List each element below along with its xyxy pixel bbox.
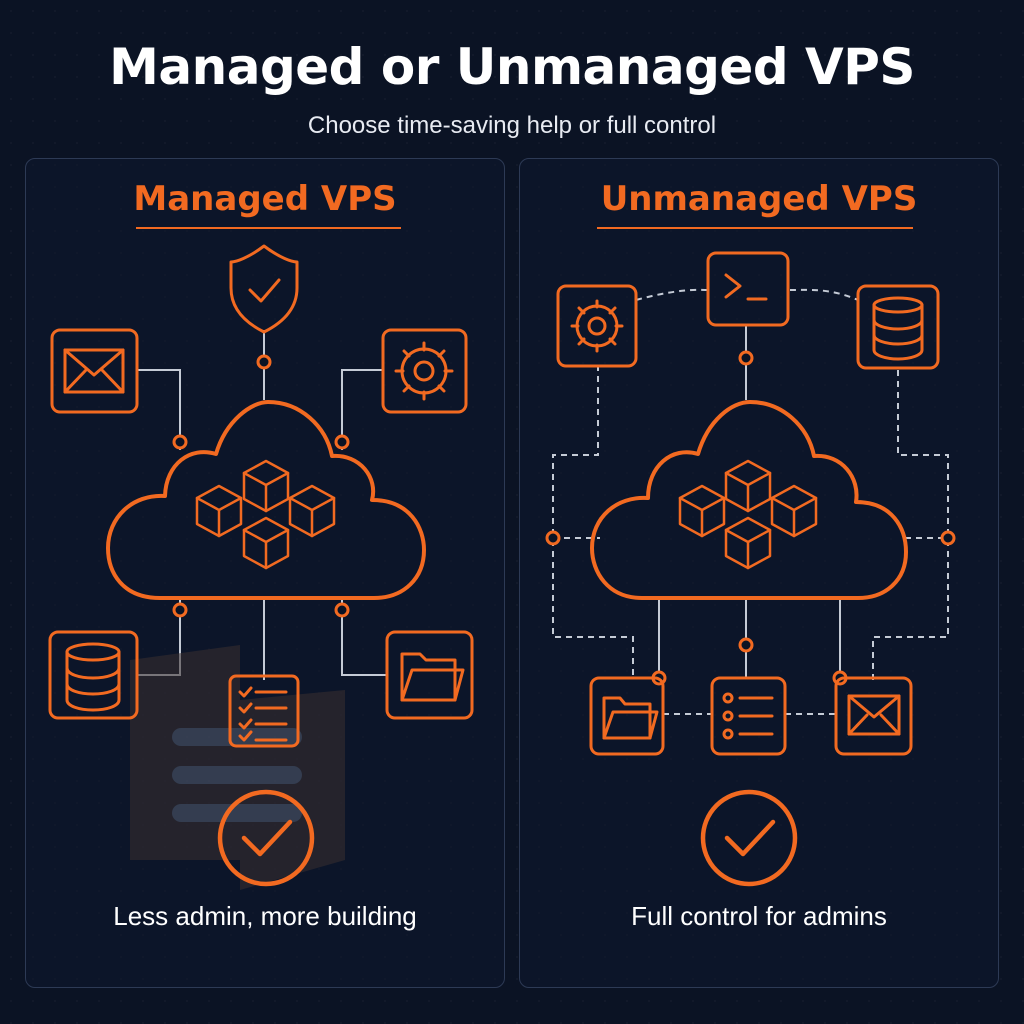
cloud-icon [590, 400, 908, 600]
connector-node [738, 350, 754, 366]
database-icon [856, 284, 940, 370]
cloud-icon [106, 400, 426, 600]
check-circle-icon [700, 789, 798, 887]
check-circle-icon [217, 789, 315, 887]
heading-underline [136, 227, 401, 229]
unmanaged-vps-heading: Unmanaged VPS [600, 179, 918, 219]
connector-node [334, 434, 350, 450]
connector-node [334, 602, 350, 618]
page-title: Managed or Unmanaged VPS [109, 38, 915, 96]
database-icon [48, 630, 139, 720]
connector-node [940, 530, 956, 546]
mail-icon [50, 328, 139, 414]
unmanaged-dashed-connectors [552, 288, 949, 715]
server-watermark-icon [130, 645, 345, 890]
terminal-icon [706, 251, 790, 327]
checklist-icon [228, 674, 300, 748]
list-icon [710, 676, 787, 756]
mail-icon [834, 676, 913, 756]
gear-icon [556, 284, 638, 368]
shield-check-icon [229, 244, 299, 334]
gear-icon [381, 328, 468, 414]
connector-node [172, 602, 188, 618]
folder-icon [385, 630, 474, 720]
cubes-icon [678, 459, 818, 570]
cubes-icon [195, 459, 336, 570]
connector-node [738, 637, 754, 653]
folder-icon [589, 676, 665, 756]
managed-connectors [137, 330, 387, 680]
heading-underline [597, 227, 913, 229]
managed-vps-caption: Less admin, more building [113, 901, 417, 931]
connector-node [256, 354, 272, 370]
managed-vps-heading: Managed VPS [133, 179, 397, 219]
unmanaged-vps-panel: Unmanaged VPS Full control for admins [519, 158, 999, 988]
unmanaged-vps-caption: Full control for admins [631, 901, 887, 931]
page-subtitle: Choose time-saving help or full control [307, 112, 717, 139]
connector-node [545, 530, 561, 546]
connector-node [172, 434, 188, 450]
